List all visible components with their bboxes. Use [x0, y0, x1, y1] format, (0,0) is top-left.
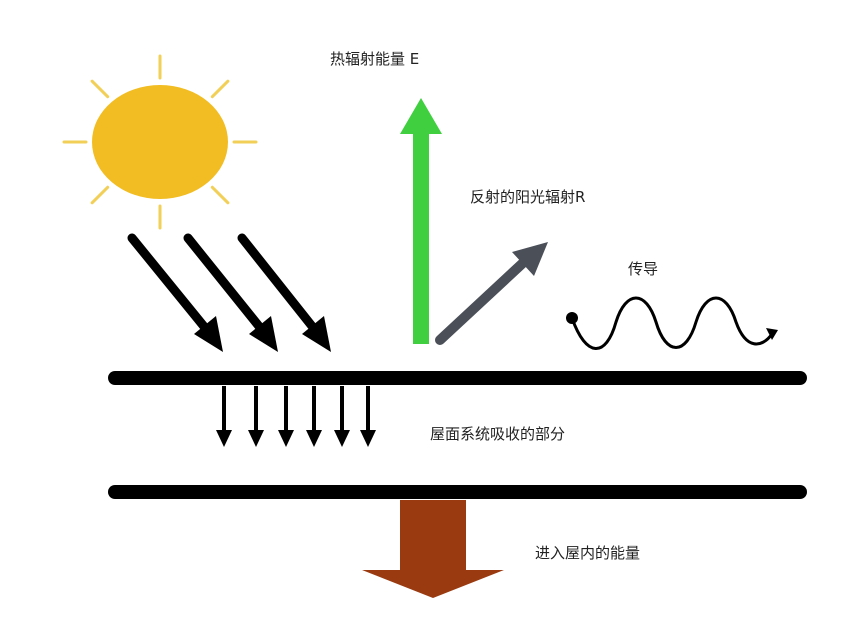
incoming-rays [127, 233, 328, 345]
sun-ray-6 [90, 185, 110, 205]
absorbed-arrow-head-5 [334, 430, 350, 447]
incoming-ray-arrow-3 [237, 233, 328, 345]
incoming-ray-arrow-1 [127, 233, 220, 345]
reflected-radiation-arrow-icon [435, 242, 548, 345]
sun-ray-2 [210, 79, 230, 99]
absorbed-arrow-head-3 [278, 430, 294, 447]
sun-rays [62, 54, 258, 230]
absorbed-arrow-head-2 [248, 430, 264, 447]
incoming-ray-arrow-2 [183, 233, 275, 345]
conduction-wave-arrow-icon [566, 296, 778, 350]
incoming-ray-head-1 [194, 316, 223, 352]
sun-ray-4 [210, 185, 230, 205]
incoming-ray-head-2 [249, 316, 278, 352]
absorbed-arrow-head-1 [216, 430, 232, 447]
indoor-energy-arrow-icon [362, 500, 504, 598]
indoor-energy-label: 进入屋内的能量 [535, 544, 641, 562]
incoming-ray-head-3 [302, 316, 331, 352]
sun-disc [92, 85, 228, 199]
thermal-radiation-arrow-icon [400, 98, 442, 344]
absorbed-arrows [216, 386, 376, 447]
conduction-label: 传导 [628, 260, 659, 278]
absorbed-arrow-head-4 [306, 430, 322, 447]
sun-ray-8 [90, 79, 110, 99]
absorbed-arrow-head-6 [360, 430, 376, 447]
sun-icon [62, 54, 258, 230]
roof-absorbed-label: 屋面系统吸收的部分 [430, 425, 566, 443]
thermal-radiation-label: 热辐射能量 E [330, 50, 420, 68]
reflected-solar-label: 反射的阳光辐射R [470, 188, 586, 206]
